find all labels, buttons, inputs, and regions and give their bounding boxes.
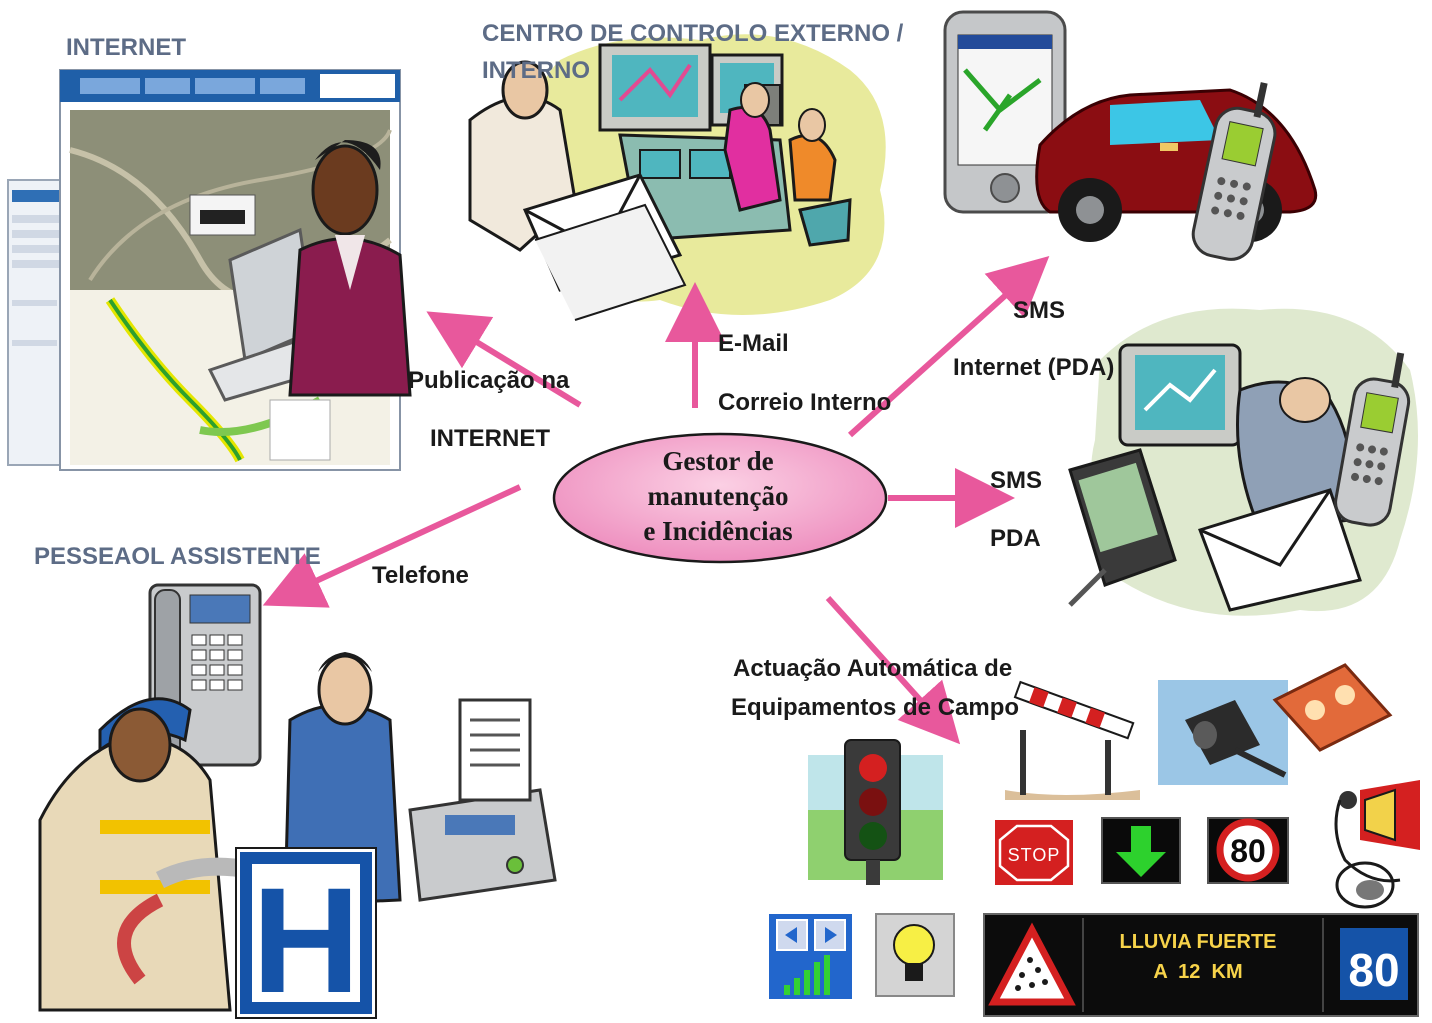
- hub-title-line1: Gestor de: [662, 446, 773, 476]
- edge-label-publication-line1: Publicação na: [408, 367, 570, 394]
- vms-message-line2: A 12 KM: [1153, 961, 1242, 983]
- variable-message-sign: LLUVIA FUERTE A 12 KM 80: [983, 913, 1419, 1017]
- operator-illustration: [1068, 308, 1418, 616]
- barrier-icon: [1005, 680, 1140, 800]
- vehicle-illustration: [943, 10, 1318, 261]
- field-equipment-illustration: STOP 80: [769, 663, 1420, 1017]
- arrow-to-internet: [426, 311, 582, 408]
- internet-section-title: INTERNET: [66, 34, 186, 61]
- light-bulb-icon: [875, 913, 955, 997]
- edge-label-pda-right: PDA: [990, 525, 1041, 552]
- edge-label-sms-right: SMS: [990, 467, 1043, 494]
- speed-limit-sign-icon: 80: [1207, 817, 1289, 884]
- assistance-illustration: H: [38, 583, 557, 1023]
- stop-sign-icon: STOP: [995, 820, 1073, 885]
- control-center-illustration: [468, 34, 886, 321]
- edge-label-email: E-Mail: [718, 330, 789, 357]
- edge-label-internal-mail: Correio Interno: [718, 389, 892, 416]
- edge-label-sms-top: SMS: [1013, 297, 1066, 324]
- arrow-to-vehicle: [847, 255, 1050, 438]
- camera-icon: [1158, 680, 1288, 785]
- hospital-sign-letter: H: [252, 856, 360, 1023]
- loudspeaker-icon: [1334, 780, 1420, 909]
- videotape-icon: [1272, 663, 1393, 752]
- arrow-to-field-equipment: [825, 595, 961, 745]
- vms-speed-value: 80: [1348, 944, 1399, 996]
- vms-message-line1: LLUVIA FUERTE: [1119, 931, 1276, 953]
- speed-limit-value: 80: [1230, 833, 1266, 869]
- edge-label-phone: Telefone: [372, 562, 469, 589]
- hub-title-line3: e Incidências: [643, 516, 792, 546]
- internet-illustration: [7, 69, 412, 471]
- hub-title-line2: manutenção: [648, 481, 789, 511]
- edge-label-internet-pda: Internet (PDA): [953, 354, 1115, 381]
- edge-label-publication-line2: INTERNET: [430, 425, 550, 452]
- control-center-title-line1: CENTRO DE CONTROLO EXTERNO /: [482, 20, 904, 47]
- arrow-to-assistance: [262, 484, 522, 608]
- stop-sign-text: STOP: [1008, 845, 1061, 865]
- edge-label-field-line2: Equipamentos de Campo: [731, 694, 1020, 721]
- assistance-section-title: PESSEAOL ASSISTENTE: [34, 543, 321, 570]
- hub-node: Gestor de manutenção e Incidências: [552, 432, 888, 564]
- edge-label-field-line1: Actuação Automática de: [733, 655, 1013, 682]
- green-arrow-sign-icon: [1101, 817, 1181, 884]
- arrow-group: [262, 255, 1050, 745]
- traffic-light-icon: [808, 739, 943, 885]
- lane-signal-icon: [769, 914, 852, 999]
- control-center-title-line2: INTERNO: [482, 57, 590, 84]
